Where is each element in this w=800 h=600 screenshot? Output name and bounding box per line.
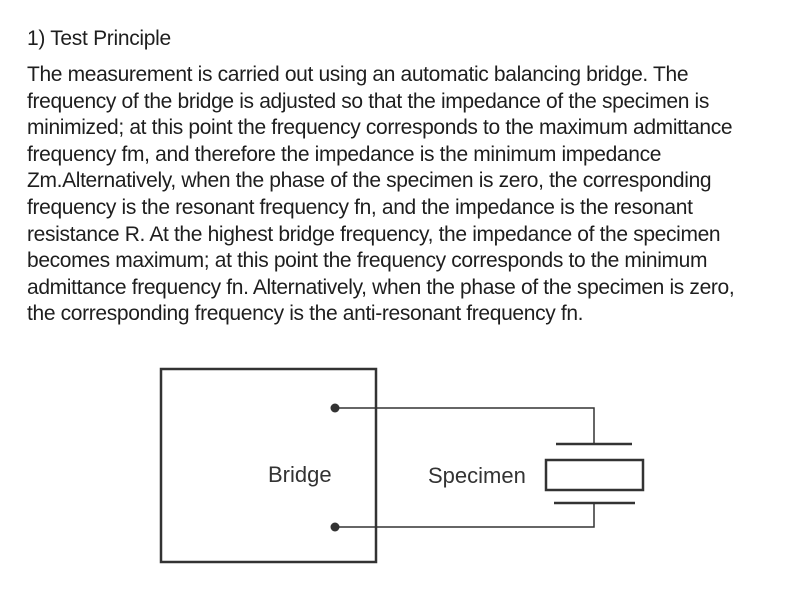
paragraph-line: Zm.Alternatively, when the phase of the … [27, 169, 712, 193]
bridge-box [159, 367, 378, 564]
bridge-label: Bridge [268, 462, 332, 487]
paragraph-line: frequency fm, and therefore the impedanc… [27, 142, 662, 166]
paragraph-line: becomes maximum; at this point the frequ… [27, 249, 708, 273]
paragraph-line: minimized; at this point the frequency c… [27, 116, 733, 140]
paragraph-line: frequency of the bridge is adjusted so t… [27, 89, 709, 113]
specimen-label: Specimen [428, 463, 526, 488]
paragraph-line: admittance frequency fn. Alternatively, … [27, 275, 735, 299]
wire-top [335, 407, 595, 443]
principle-paragraph: The measurement is carried out using an … [27, 62, 787, 328]
paragraph-line: frequency is the resonant frequency fn, … [27, 195, 693, 219]
paragraph-line: the corresponding frequency is the anti-… [27, 302, 584, 326]
paragraph-line: resistance R. At the highest bridge freq… [27, 222, 721, 246]
section-title: 1) Test Principle [27, 27, 171, 50]
paragraph-line: The measurement is carried out using an … [27, 63, 689, 86]
wire-bottom [335, 504, 595, 528]
specimen-element [544, 458, 645, 492]
